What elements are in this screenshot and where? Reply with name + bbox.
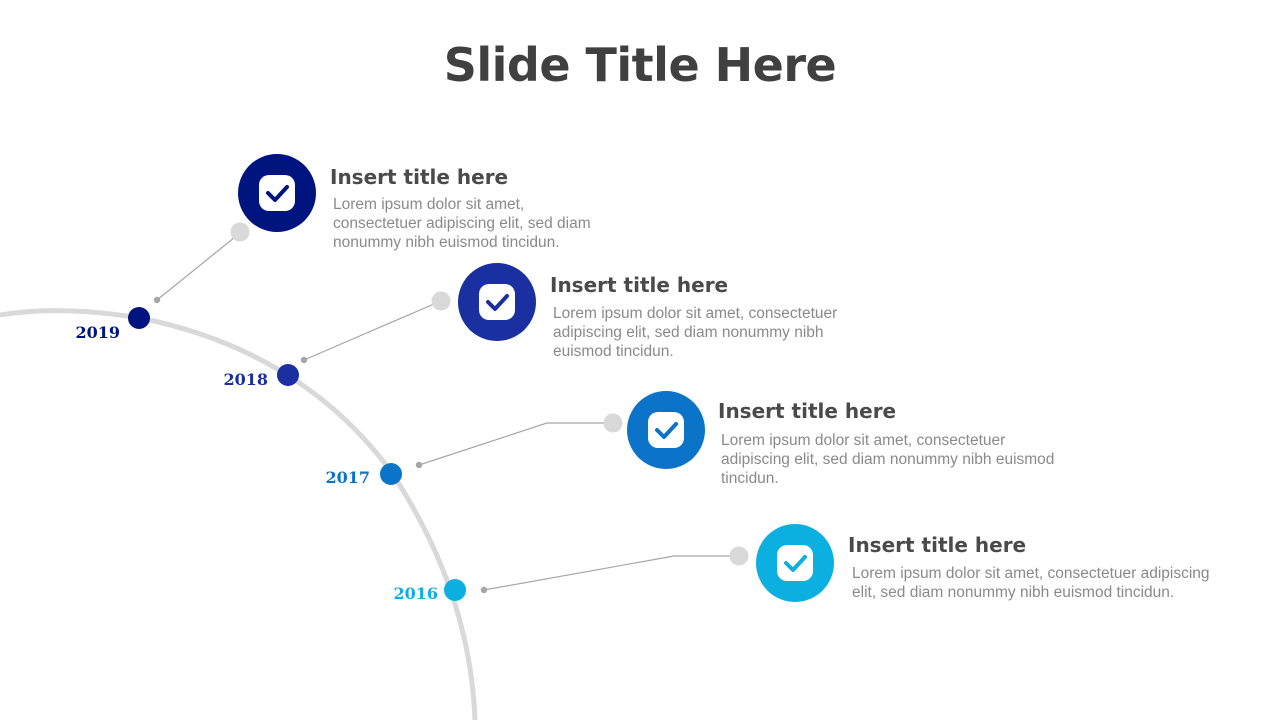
milestone-title-2018: Insert title here — [550, 273, 729, 297]
milestone-body-2017: Lorem ipsum dolor sit amet, consectetuer… — [721, 432, 1055, 487]
year-label-2016: 2016 — [393, 584, 438, 603]
year-label-2018: 2018 — [223, 370, 268, 389]
year-label-2019: 2019 — [75, 323, 120, 342]
milestone-badge-2019 — [238, 154, 316, 232]
milestone-title-2017: Insert title here — [718, 399, 897, 423]
milestone-title-2019: Insert title here — [330, 165, 509, 189]
milestone-badge-2018 — [458, 263, 536, 341]
slide-title: Slide Title Here — [443, 38, 837, 92]
year-label-2017: 2017 — [325, 468, 370, 487]
milestone-badge-2017 — [627, 391, 705, 469]
connector-2017 — [415, 413, 623, 469]
milestone-badge-2016 — [756, 524, 834, 602]
check-icon — [655, 422, 678, 439]
year-dot-2017 — [380, 463, 402, 485]
connector-2016 — [480, 546, 749, 594]
check-icon — [266, 185, 289, 202]
timeline-arc — [0, 308, 478, 720]
connector-2019 — [153, 222, 250, 304]
year-dot-2019 — [128, 307, 150, 329]
milestone-body-2016: Lorem ipsum dolor sit amet, consectetuer… — [852, 565, 1210, 601]
check-icon — [486, 294, 509, 311]
year-dot-2018 — [277, 364, 299, 386]
year-dot-2016 — [444, 579, 466, 601]
milestone-body-2018: Lorem ipsum dolor sit amet, consectetuer… — [553, 305, 838, 360]
connector-2018 — [300, 291, 451, 364]
check-icon — [784, 555, 807, 572]
milestone-title-2016: Insert title here — [848, 533, 1027, 557]
milestone-body-2019: Lorem ipsum dolor sit amet, consectetuer… — [333, 196, 591, 251]
